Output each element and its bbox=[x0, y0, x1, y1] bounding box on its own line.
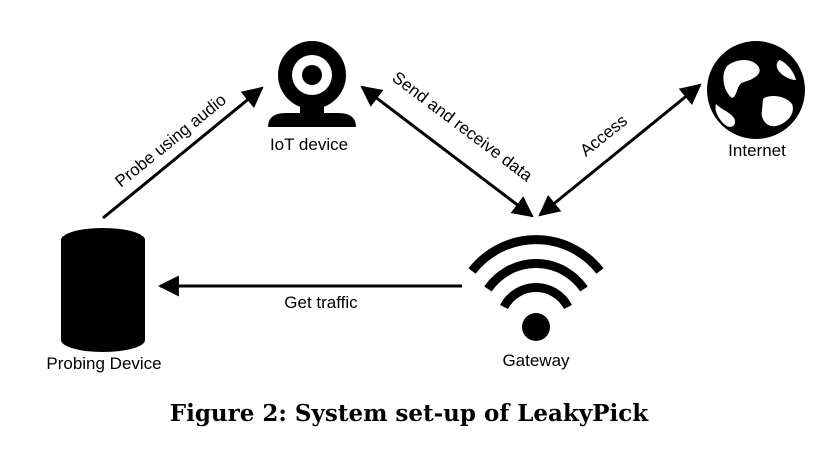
globe-icon bbox=[707, 41, 805, 139]
iot-device-label: IoT device bbox=[269, 135, 349, 154]
figure-caption: Figure 2: System set-up of LeakyPick bbox=[169, 400, 649, 427]
get-traffic-edge-label: Get traffic bbox=[284, 293, 358, 312]
cylinder-device-icon bbox=[61, 224, 145, 352]
access-arrow bbox=[538, 83, 702, 217]
probe-arrow bbox=[102, 86, 264, 220]
internet-label: Internet bbox=[728, 141, 786, 160]
send-receive-arrow bbox=[360, 85, 534, 218]
wifi-icon bbox=[468, 235, 604, 341]
webcam-icon bbox=[268, 41, 356, 127]
probing-device-label: Probing Device bbox=[46, 354, 162, 373]
gateway-label: Gateway bbox=[502, 351, 570, 370]
